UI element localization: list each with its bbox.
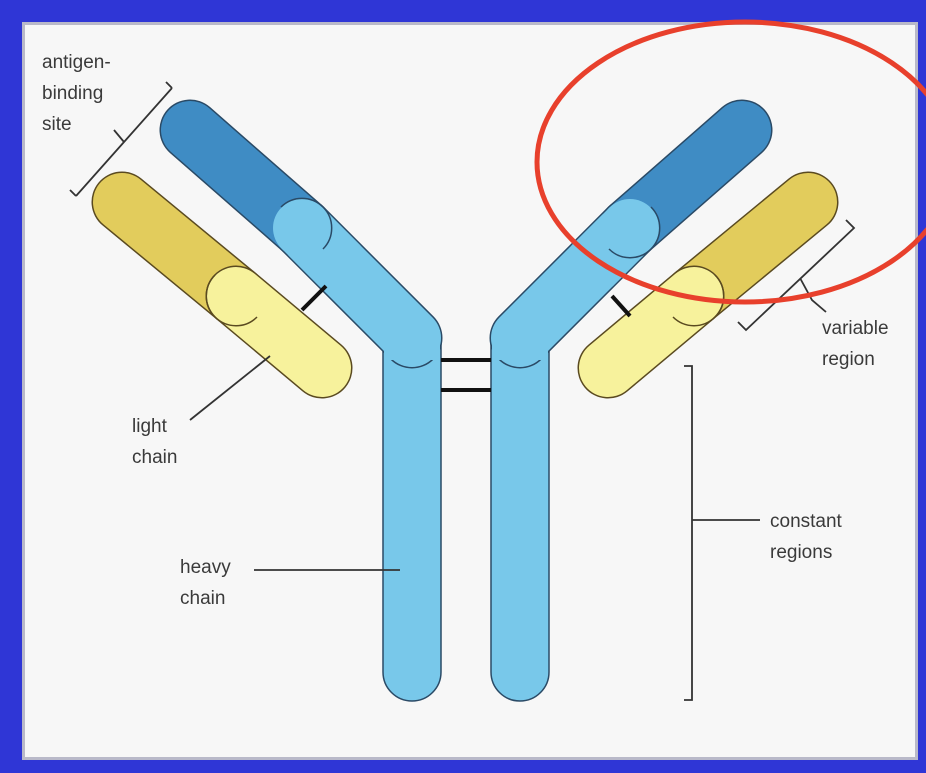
constant-regions-label: constant regions: [770, 511, 847, 563]
constant-regions-bracket: [684, 366, 760, 700]
heavy-chain-label: heavy chain: [180, 557, 236, 609]
variable-region-line-2: region: [822, 349, 875, 370]
constant-regions-line-2: regions: [770, 542, 832, 563]
variable-region-label: variable region: [822, 318, 894, 370]
antigen-binding-site-line-3: site: [42, 114, 72, 135]
heavy-chain-line-1: heavy: [180, 557, 231, 578]
light-chain-label: light chain: [132, 416, 177, 468]
antigen-binding-site-line-2: binding: [42, 83, 103, 104]
variable-region-line-1: variable: [822, 318, 889, 339]
light-chain-line-2: chain: [132, 447, 177, 468]
heavy-light-bond-right: [612, 296, 630, 316]
constant-regions-line-1: constant: [770, 511, 843, 532]
antigen-binding-site-label: antigen- binding site: [42, 52, 116, 135]
light-chain-pointer: [190, 356, 270, 420]
heavy-light-bond-left: [302, 286, 326, 310]
light-chain-line-1: light: [132, 416, 168, 437]
heavy-chain-line-2: chain: [180, 588, 225, 609]
antigen-binding-site-line-1: antigen-: [42, 52, 111, 73]
